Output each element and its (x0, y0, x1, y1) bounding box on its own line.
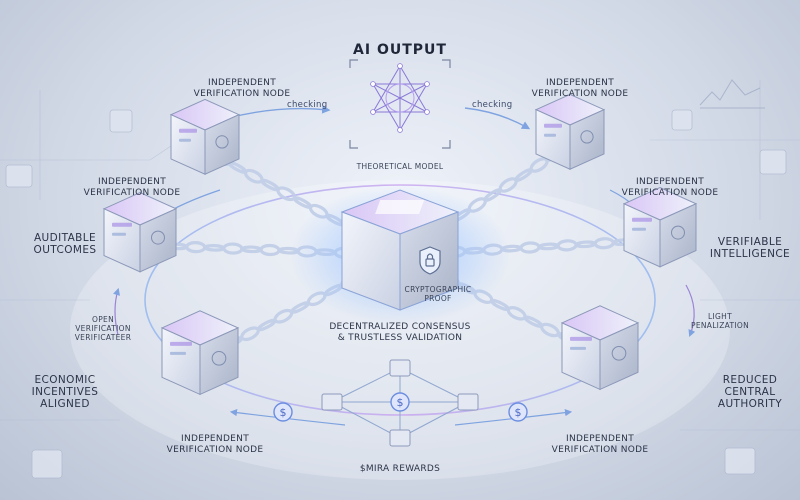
node-cube-mid-right (624, 188, 696, 267)
checking-left-label: checking (287, 100, 327, 111)
cube-panel-bar (179, 129, 197, 133)
chain-link-top-left (229, 161, 247, 173)
node-cube-top-right (536, 94, 604, 169)
coin-icon-right-symbol: $ (515, 406, 522, 419)
arrow-checking-right (465, 108, 528, 128)
chain-link-top-right (515, 168, 533, 181)
cube-panel-bar (570, 347, 586, 350)
shield-lock-icon (420, 247, 440, 274)
theoretical-model-label: THEORETICAL MODEL (340, 162, 460, 171)
cube-panel-bar (570, 337, 592, 341)
mira-rewards-label: $MIRA REWARDS (330, 464, 470, 475)
ai-output-title: AI OUTPUT (300, 42, 500, 58)
cube-panel-bar (544, 124, 562, 128)
rewards-node-box (390, 360, 410, 376)
cube-panel-bar (170, 352, 186, 355)
coin-icon-center-symbol: $ (397, 396, 404, 409)
cube-panel-bar (632, 218, 652, 222)
rewards-node-box (322, 394, 342, 410)
consensus-label: DECENTRALIZED CONSENSUS& TRUSTLESS VALID… (320, 322, 480, 344)
cube-panel-bar (112, 223, 132, 227)
rewards-node-box (458, 394, 478, 410)
node-cube-mid-left (104, 193, 176, 272)
background-chart-glyph (700, 80, 765, 108)
star-network-icon (373, 66, 427, 130)
node-cube-top-left (171, 99, 239, 174)
cube-panel-bar (112, 233, 126, 236)
cube-panel-bar (632, 228, 646, 231)
checking-right-label: checking (472, 100, 512, 111)
coin-icon-left-symbol: $ (280, 406, 287, 419)
cube-panel-bar (170, 342, 192, 346)
node-cube-bottom-left (162, 311, 238, 395)
cube-panel-bar (544, 134, 556, 137)
node-cube-bottom-right (562, 306, 638, 390)
chain-link-top-left (261, 179, 279, 191)
cube-panel-bar (179, 139, 191, 142)
rewards-node-box (390, 430, 410, 446)
